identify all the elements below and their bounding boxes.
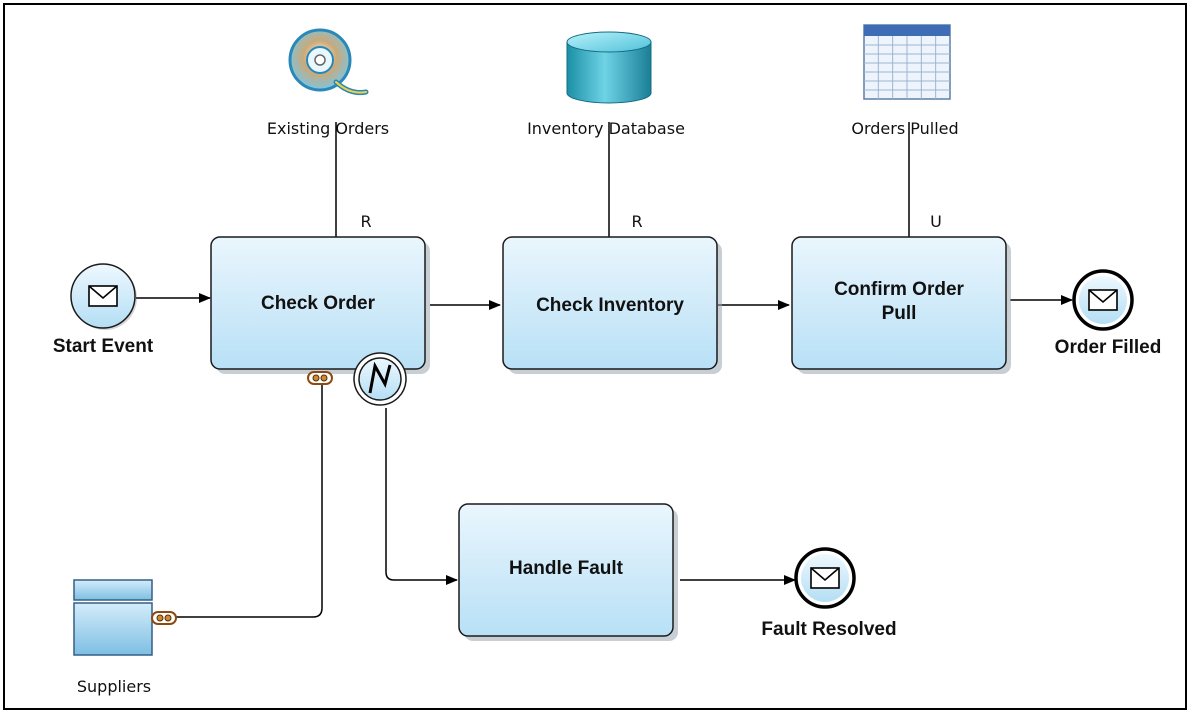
flow-fault-to-handle-fault[interactable]	[385, 408, 458, 585]
envelope-icon	[88, 285, 118, 307]
task-label-line: Check Inventory	[536, 295, 684, 316]
event-fault-resolved-label: Fault Resolved	[761, 619, 896, 640]
event-fault-resolved[interactable]	[794, 547, 856, 609]
task-label-line: Pull	[882, 303, 917, 324]
event-start-label: Start Event	[53, 336, 154, 357]
event-order-filled[interactable]	[1072, 269, 1134, 331]
task-label: Handle Fault	[509, 558, 624, 579]
database-icon	[566, 31, 652, 104]
task-label: Check Inventory	[536, 295, 684, 316]
envelope-icon	[810, 567, 840, 589]
access-mode-inventory-database: R	[631, 212, 642, 231]
artifact-orders-pulled[interactable]	[863, 24, 951, 100]
task-label-line: Check Order	[261, 293, 376, 314]
task-label-line: Handle Fault	[509, 558, 624, 579]
lightning-icon	[368, 361, 392, 394]
artifact-inventory-database-label: Inventory Database	[527, 119, 685, 138]
connectors	[136, 122, 1073, 618]
boundary-error-event[interactable]	[353, 352, 407, 406]
artifact-existing-orders-label: Existing Orders	[267, 119, 389, 138]
artifact-orders-pulled-label: Orders Pulled	[851, 119, 958, 138]
envelope-icon	[1088, 289, 1118, 311]
link-icon	[151, 611, 177, 625]
event-order-filled-label: Order Filled	[1055, 337, 1162, 358]
task-label-line: Confirm Order	[834, 279, 964, 300]
access-mode-existing-orders: R	[360, 212, 371, 231]
artifact-existing-orders[interactable]	[288, 28, 369, 95]
cd-disc-icon	[288, 28, 369, 95]
task-check-inventory[interactable]: Check Inventory	[502, 236, 722, 374]
event-start[interactable]	[70, 263, 137, 330]
artifact-suppliers-label: Suppliers	[77, 677, 151, 696]
table-grid-icon	[863, 24, 951, 100]
task-handle-fault[interactable]: Handle Fault	[458, 503, 678, 641]
artifact-inventory-database[interactable]	[566, 31, 652, 104]
task-check-order[interactable]: Check Order	[210, 236, 430, 374]
artifact-suppliers[interactable]	[73, 579, 177, 656]
link-check-order-to-suppliers[interactable]	[176, 382, 323, 618]
task-label: Check Order	[261, 293, 376, 314]
service-module-icon	[73, 579, 153, 656]
access-mode-orders-pulled: U	[930, 212, 942, 231]
link-icon	[307, 371, 333, 385]
